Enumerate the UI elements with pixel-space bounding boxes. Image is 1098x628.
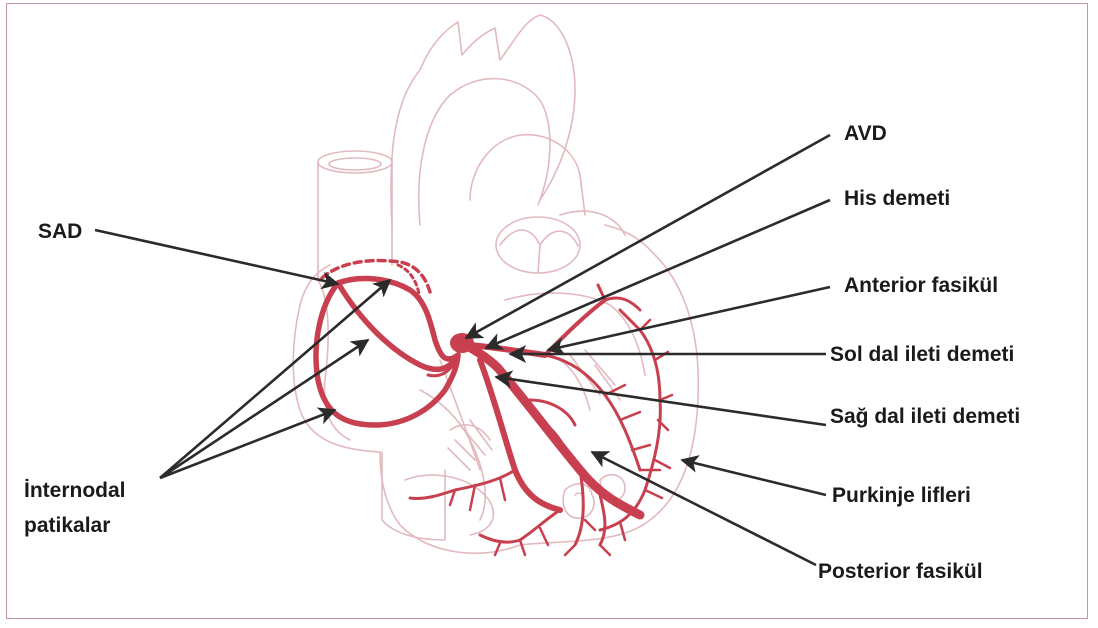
arrow-purkinje <box>682 460 826 495</box>
arrow-anterior <box>548 287 830 350</box>
label-sag-dal: Sağ dal ileti demeti <box>830 405 1020 428</box>
label-purkinje: Purkinje lifleri <box>832 484 971 507</box>
label-sad: SAD <box>38 220 82 243</box>
anterior-fascicle <box>545 300 605 355</box>
posterior-fascicle <box>498 368 640 515</box>
label-internodal-line1: İnternodal <box>24 479 126 502</box>
pulmonary-trunk <box>470 135 585 215</box>
internodal-posterior <box>316 283 458 425</box>
arrow-avd <box>466 135 830 338</box>
label-avd: AVD <box>844 122 887 145</box>
arrow-internodal-1 <box>160 280 390 478</box>
label-his: His demeti <box>844 187 950 210</box>
label-anterior: Anterior fasikül <box>844 274 998 297</box>
chordae-right <box>448 420 492 470</box>
papillary-muscle <box>563 484 594 519</box>
label-posterior: Posterior fasikül <box>818 560 983 583</box>
label-internodal-line2: patikalar <box>24 514 110 537</box>
arrow-sad <box>95 230 338 284</box>
label-sol-dal: Sol dal ileti demeti <box>830 343 1014 366</box>
arrow-internodal-2 <box>160 340 368 478</box>
